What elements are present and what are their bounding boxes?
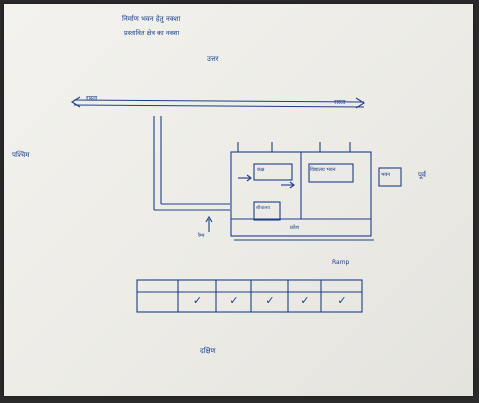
road-line-top xyxy=(73,99,365,103)
road-label-left: रास्ता xyxy=(86,95,98,102)
toilet-box xyxy=(253,201,281,221)
east-box xyxy=(378,167,402,187)
tick-mark: ✓ xyxy=(337,294,347,307)
tick-mark: ✓ xyxy=(300,294,310,307)
ramp-label-left: रैम्प xyxy=(198,233,205,239)
paper-sheet: निर्माण भवन हेतु नक्शा प्रस्तावित क्षेत्… xyxy=(4,4,473,396)
road-arrow-left xyxy=(70,96,81,108)
north-label: उत्तर xyxy=(207,55,219,63)
road-line-bottom xyxy=(73,104,365,108)
entry-label: प्रवेश xyxy=(290,225,300,231)
room-box-right xyxy=(308,163,354,183)
tick-mark: ✓ xyxy=(192,294,203,307)
tick-mark: ✓ xyxy=(265,294,275,307)
room-left-label: कक्ष xyxy=(257,167,265,173)
room-box-left xyxy=(253,163,293,181)
tick-mark: ✓ xyxy=(229,294,239,307)
site-plan-drawing xyxy=(70,96,402,313)
road-label-right: रास्ता xyxy=(334,99,346,106)
ramp-label-right: Ramp xyxy=(332,259,350,266)
west-label: पश्चिम xyxy=(12,151,30,159)
heading-line-1: निर्माण भवन हेतु नक्शा xyxy=(122,15,181,23)
room-right-label: विद्यालय भवन xyxy=(310,167,336,173)
table-outline xyxy=(136,279,363,313)
road-arrow-right xyxy=(355,97,366,109)
toilet-label: शौचालय xyxy=(256,206,270,211)
south-label: दक्षिण xyxy=(200,347,216,355)
east-box-label: भवन xyxy=(381,172,391,178)
east-label: पूर्व xyxy=(418,171,426,179)
heading-line-2: प्रस्तावित क्षेत्र का नक्शा xyxy=(124,29,180,37)
